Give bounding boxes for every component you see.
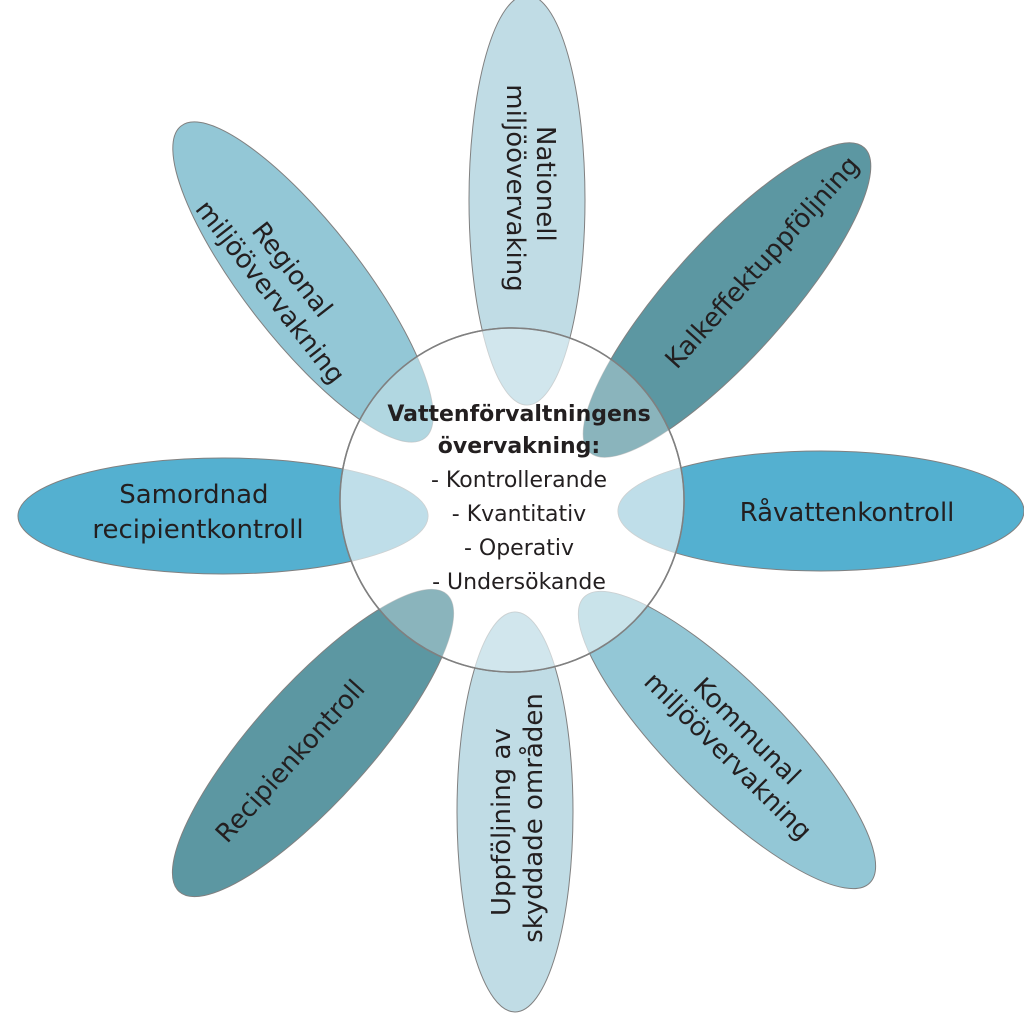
center-circle-outline	[339, 327, 685, 673]
center-item: - Kvantitativ	[452, 502, 586, 527]
center-item: - Kontrollerande	[431, 468, 607, 493]
center-item: - Operativ	[464, 536, 574, 561]
center-text: Vattenförvaltningens övervakning: - Kont…	[387, 402, 650, 595]
label-bottom: Uppföljning av skyddade områden	[487, 693, 549, 943]
label-left: Samordnad recipientkontroll	[92, 480, 303, 545]
center-title-line1: Vattenförvaltningens	[387, 402, 650, 427]
center-item: - Undersökande	[432, 570, 606, 595]
petals	[17, 0, 1024, 1013]
label-top: Nationell miljöövervaking	[500, 84, 560, 291]
label-right: Råvattenkontroll	[740, 497, 955, 528]
center-title-line2: övervakning:	[438, 434, 600, 459]
